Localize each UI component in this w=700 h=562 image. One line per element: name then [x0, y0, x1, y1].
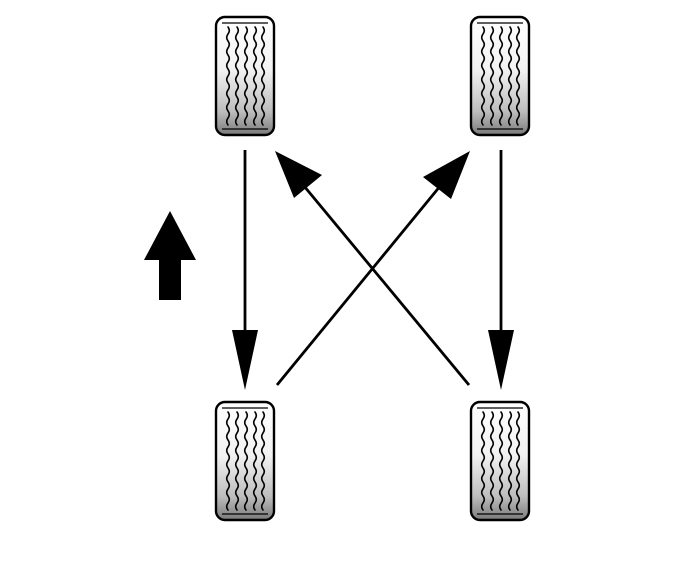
- tread-groove: [507, 411, 513, 511]
- tread-groove: [225, 411, 231, 511]
- tread-groove: [489, 26, 495, 126]
- tire-rear-right-icon: [469, 400, 531, 522]
- tread-groove: [515, 411, 521, 511]
- tread-groove: [498, 26, 504, 126]
- rotation-rear-right-to-front-left: [302, 185, 471, 386]
- tire-front-right-icon: [469, 15, 531, 137]
- tread-groove: [489, 411, 495, 511]
- tire-body: [214, 400, 276, 522]
- tread-groove: [252, 411, 258, 511]
- tread-groove: [507, 26, 513, 126]
- tire-rear-left-icon: [214, 400, 276, 522]
- tread-groove: [480, 411, 486, 511]
- tread-groove: [234, 411, 240, 511]
- arrowhead-rear-left: [232, 330, 258, 390]
- tread-groove: [515, 26, 521, 126]
- tread-groove: [243, 411, 249, 511]
- arrowhead-front-right: [423, 151, 470, 199]
- tread-groove: [243, 26, 249, 126]
- tread-groove: [225, 26, 231, 126]
- tread-groove: [480, 26, 486, 126]
- tire-body: [469, 15, 531, 137]
- tread-groove: [498, 411, 504, 511]
- tread-groove: [260, 411, 266, 511]
- forward-arrow-icon: [144, 211, 196, 300]
- tire-body: [469, 400, 531, 522]
- tread-groove: [252, 26, 258, 126]
- tread-groove: [260, 26, 266, 126]
- tire-body: [214, 15, 276, 137]
- tread-groove: [234, 26, 240, 126]
- rotation-rear-left-to-front-right: [275, 184, 443, 386]
- arrowhead-front-left: [275, 151, 322, 198]
- rotation-arrows: [232, 150, 514, 390]
- arrowhead-rear-right: [488, 330, 514, 390]
- tires: [214, 15, 531, 522]
- tire-front-left-icon: [214, 15, 276, 137]
